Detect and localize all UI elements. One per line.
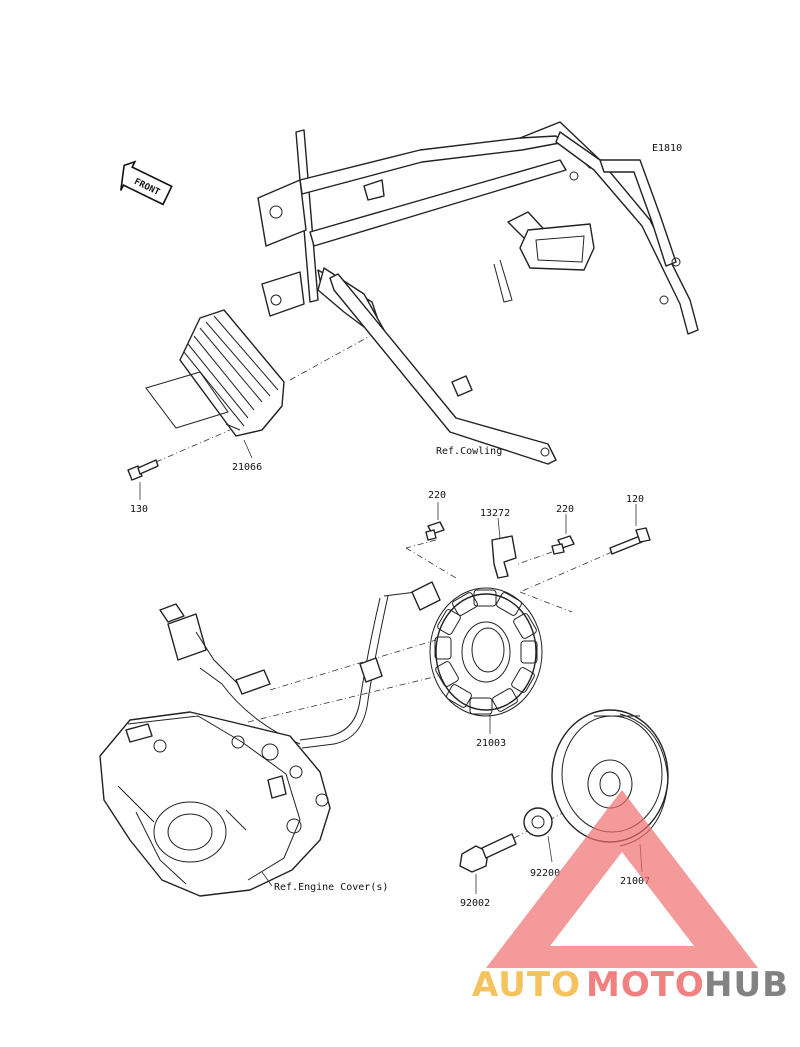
label-washer: 92200 bbox=[530, 868, 560, 879]
regulator-bolt bbox=[127, 459, 159, 481]
watermark-logo: AUTO MOTO HUB bbox=[472, 790, 789, 1005]
label-regulator-bolt: 130 bbox=[130, 504, 148, 515]
label-flywheel-bolt: 92002 bbox=[460, 898, 490, 909]
label-bolt-220-right: 220 bbox=[556, 504, 574, 515]
diagram-code: E1810 bbox=[652, 143, 682, 154]
flywheel-bolt bbox=[459, 833, 517, 873]
label-bracket: 13272 bbox=[480, 508, 510, 519]
front-arrow: FRONT bbox=[120, 160, 173, 206]
washer bbox=[523, 807, 553, 837]
label-rotor: 21007 bbox=[620, 876, 650, 887]
warning-triangle-icon bbox=[486, 790, 758, 968]
bolt-220-left bbox=[425, 521, 445, 541]
bolt-220-right bbox=[551, 535, 575, 555]
bracket-13272 bbox=[491, 535, 517, 579]
engine-cover bbox=[99, 711, 331, 897]
regulator-rectifier bbox=[145, 309, 285, 437]
watermark-hub: HUB bbox=[704, 965, 789, 1005]
label-bolt-220-left: 220 bbox=[428, 490, 446, 501]
watermark-moto: MOTO bbox=[586, 965, 705, 1005]
label-bolt-120: 120 bbox=[626, 494, 644, 505]
watermark-auto: AUTO bbox=[472, 965, 581, 1005]
label-cowling-ref: Ref.Cowling bbox=[436, 446, 502, 457]
label-regulator: 21066 bbox=[232, 462, 262, 473]
stator bbox=[429, 587, 543, 717]
stator-wiring bbox=[159, 581, 441, 749]
frame-assembly bbox=[257, 121, 699, 465]
front-arrow-icon bbox=[120, 160, 173, 206]
label-stator: 21003 bbox=[476, 738, 506, 749]
label-engine-cover-ref: Ref.Engine Cover(s) bbox=[274, 882, 388, 893]
bolt-120 bbox=[609, 527, 651, 555]
